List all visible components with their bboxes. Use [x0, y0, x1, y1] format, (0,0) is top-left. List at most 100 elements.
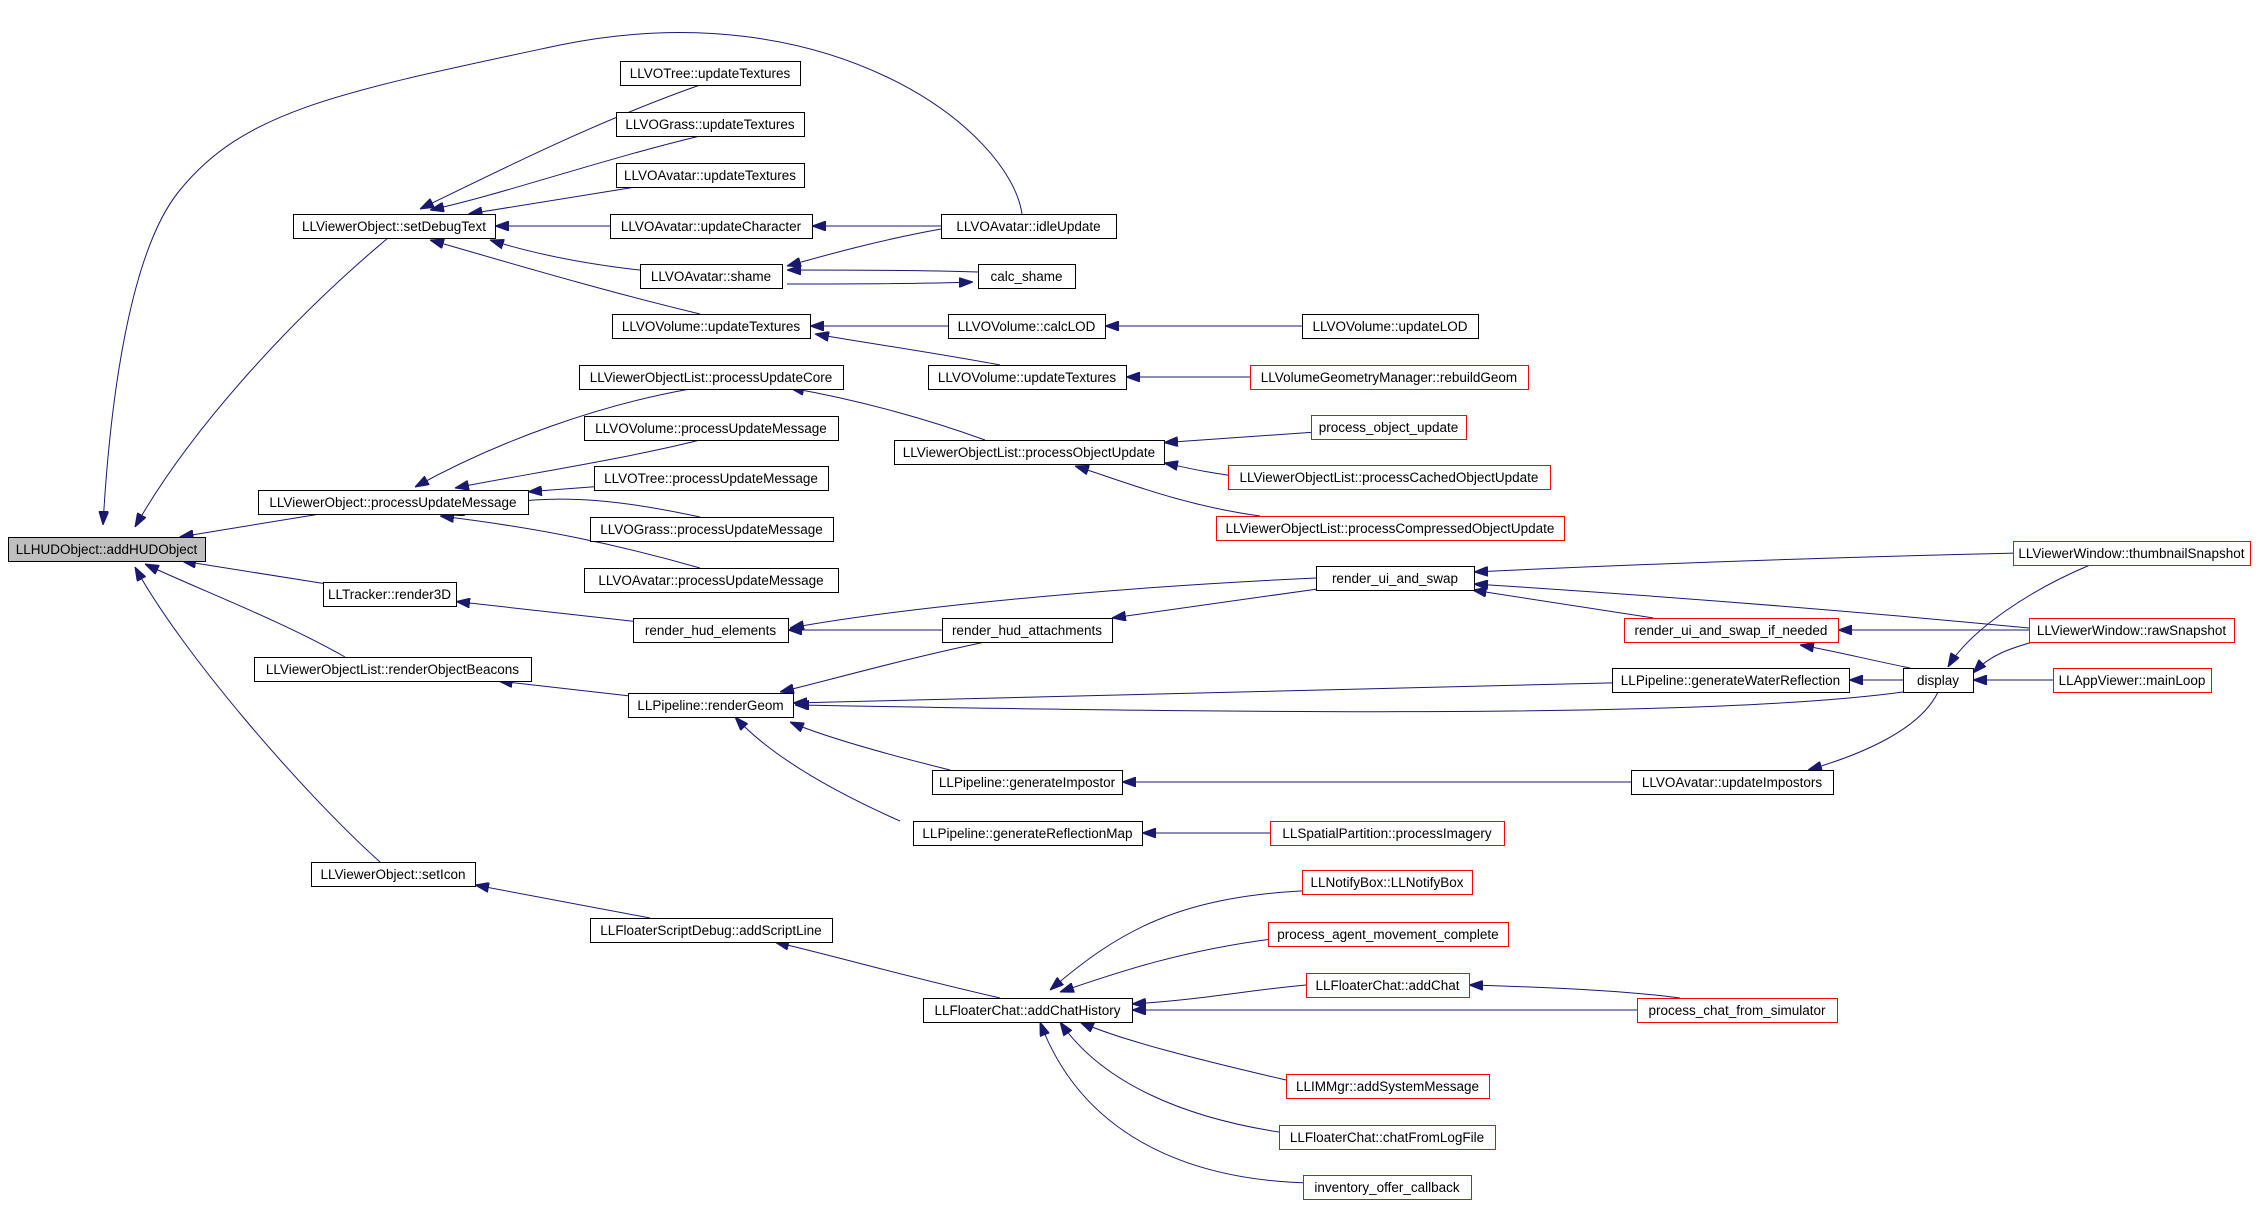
node-n39[interactable]: LLSpatialPartition::processImagery — [1270, 821, 1505, 846]
node-label: LLViewerObjectList::processUpdateCore — [590, 370, 833, 385]
node-n34[interactable]: LLViewerObjectList::processCompressedObj… — [1216, 516, 1565, 541]
node-n38[interactable]: LLVOAvatar::updateImpostors — [1631, 770, 1834, 795]
node-n21[interactable]: LLVOAvatar::idleUpdate — [941, 214, 1117, 239]
edge-arrow — [1973, 639, 2041, 673]
node-n24[interactable]: LLVOVolume::updateTextures — [928, 365, 1127, 390]
node-n04[interactable]: LLTracker::render3D — [323, 582, 457, 607]
node-box — [616, 163, 805, 188]
node-box — [1268, 922, 1509, 947]
node-n23[interactable]: LLVOVolume::calcLOD — [948, 314, 1106, 339]
node-n10[interactable]: LLVOAvatar::updateCharacter — [610, 214, 813, 239]
node-label: LLFloaterChat::addChat — [1315, 978, 1459, 993]
node-n40[interactable]: LLNotifyBox::LLNotifyBox — [1302, 870, 1473, 895]
node-label: LLVOVolume::processUpdateMessage — [595, 421, 827, 436]
node-n43[interactable]: process_chat_from_simulator — [1637, 998, 1838, 1023]
edge-arrow — [1474, 584, 2030, 629]
edge-arrow — [787, 228, 942, 266]
edge-arrow — [1808, 691, 1939, 770]
node-n49[interactable]: LLViewerWindow::rawSnapshot — [2029, 618, 2235, 643]
node-n32[interactable]: process_object_update — [1311, 415, 1467, 440]
node-n15[interactable]: LLVOTree::processUpdateMessage — [594, 466, 829, 491]
edge-arrow — [468, 186, 636, 214]
edge-n47-to-n38 — [1808, 691, 1939, 770]
node-label: LLViewerObject::setDebugText — [302, 219, 486, 234]
node-n36[interactable]: render_ui_and_swap_if_needed — [1624, 618, 1839, 643]
edge-n48-to-n47 — [1948, 564, 2091, 667]
node-n35[interactable]: render_ui_and_swap — [1316, 566, 1475, 591]
node-box — [590, 918, 833, 943]
node-n42[interactable]: LLFloaterChat::addChat — [1306, 973, 1470, 998]
node-n18[interactable]: render_hud_elements — [633, 618, 789, 643]
edge-n13-to-n03 — [415, 388, 691, 487]
node-box — [1306, 973, 1470, 998]
node-n46[interactable]: inventory_offer_callback — [1303, 1175, 1472, 1200]
node-n33[interactable]: LLViewerObjectList::processCachedObjectU… — [1228, 465, 1551, 490]
node-n02[interactable]: LLViewerObject::setDebugText — [293, 214, 496, 239]
edge-n28-to-n19 — [735, 717, 901, 822]
edge-arrow — [1060, 1022, 1301, 1136]
node-n19[interactable]: LLPipeline::renderGeom — [628, 693, 794, 718]
edge-n41-to-n29 — [1060, 937, 1281, 992]
node-box — [1250, 365, 1529, 390]
node-label: render_ui_and_swap_if_needed — [1635, 623, 1828, 638]
node-box — [928, 365, 1127, 390]
node-box — [1302, 314, 1479, 339]
node-label: LLViewerObjectList::processObjectUpdate — [903, 445, 1155, 460]
node-label: LLVOTree::processUpdateMessage — [604, 471, 818, 486]
node-box — [633, 618, 789, 643]
edge-arrow — [440, 516, 701, 569]
edge-n25-to-n13 — [790, 388, 986, 441]
node-label: LLVOGrass::processUpdateMessage — [600, 522, 823, 537]
node-n29[interactable]: LLFloaterChat::addChatHistory — [923, 998, 1133, 1023]
node-n12[interactable]: LLVOVolume::updateTextures — [612, 314, 811, 339]
node-label: LLVOVolume::updateTextures — [622, 319, 801, 334]
node-n50[interactable]: LLAppViewer::mainLoop — [2053, 668, 2212, 693]
edges-layer — [103, 32, 2091, 1184]
node-label: LLViewerWindow::thumbnailSnapshot — [2018, 546, 2244, 561]
node-box — [1279, 1125, 1496, 1150]
node-n41[interactable]: process_agent_movement_complete — [1268, 922, 1509, 947]
node-n45[interactable]: LLFloaterChat::chatFromLogFile — [1279, 1125, 1496, 1150]
edge-arrow — [182, 561, 324, 584]
node-n20[interactable]: LLFloaterScriptDebug::addScriptLine — [590, 918, 833, 943]
node-n05[interactable]: LLViewerObjectList::renderObjectBeacons — [254, 657, 532, 682]
node-n06[interactable]: LLViewerObject::setIcon — [311, 862, 476, 887]
node-n31[interactable]: LLVolumeGeometryManager::rebuildGeom — [1250, 365, 1529, 390]
node-n07[interactable]: LLVOTree::updateTextures — [620, 61, 801, 86]
node-n01[interactable]: LLHUDObject::addHUDObject — [8, 537, 206, 562]
node-label: LLPipeline::generateImpostor — [939, 775, 1116, 790]
edge-arrow — [790, 388, 986, 441]
node-n08[interactable]: LLVOGrass::updateTextures — [616, 112, 805, 137]
node-n47[interactable]: display — [1903, 668, 1974, 693]
node-label: LLVOAvatar::processUpdateMessage — [598, 573, 823, 588]
node-n03[interactable]: LLViewerObject::processUpdateMessage — [258, 490, 529, 515]
node-box — [2013, 541, 2251, 566]
edge-arrow — [815, 334, 1001, 366]
node-n13[interactable]: LLViewerObjectList::processUpdateCore — [579, 365, 844, 390]
node-n37[interactable]: LLPipeline::generateWaterReflection — [1612, 668, 1850, 693]
edge-n14-to-n03 — [455, 439, 701, 488]
node-n16[interactable]: LLVOGrass::processUpdateMessage — [590, 517, 834, 542]
node-n48[interactable]: LLViewerWindow::thumbnailSnapshot — [2013, 541, 2251, 566]
node-label: LLVOAvatar::updateImpostors — [1642, 775, 1823, 790]
node-n17[interactable]: LLVOAvatar::processUpdateMessage — [584, 568, 839, 593]
node-n11[interactable]: LLVOAvatar::shame — [640, 264, 783, 289]
node-box — [254, 657, 532, 682]
edge-n48-to-n35 — [1474, 552, 2021, 572]
node-n28[interactable]: LLPipeline::generateReflectionMap — [913, 821, 1143, 846]
node-n09[interactable]: LLVOAvatar::updateTextures — [616, 163, 805, 188]
node-n27[interactable]: LLPipeline::generateImpostor — [932, 770, 1123, 795]
node-n26[interactable]: render_hud_attachments — [942, 618, 1113, 643]
node-n25[interactable]: LLViewerObjectList::processObjectUpdate — [894, 440, 1165, 465]
node-n30[interactable]: LLVOVolume::updateLOD — [1302, 314, 1479, 339]
node-n22[interactable]: calc_shame — [978, 264, 1076, 289]
edge-arrow — [135, 567, 381, 863]
node-n14[interactable]: LLVOVolume::processUpdateMessage — [584, 416, 839, 441]
edge-n11-to-n22 — [786, 282, 973, 284]
node-label: LLHUDObject::addHUDObject — [16, 542, 198, 557]
node-n44[interactable]: LLIMMgr::addSystemMessage — [1286, 1074, 1490, 1099]
edge-arrow — [103, 32, 1023, 525]
edge-arrow — [1474, 552, 2021, 572]
edge-arrow — [1075, 466, 1261, 517]
